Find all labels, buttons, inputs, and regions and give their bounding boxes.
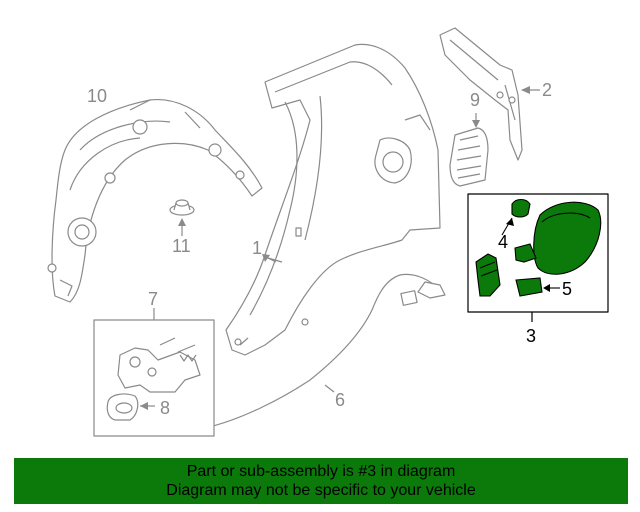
clip-part — [169, 199, 195, 236]
callout-4: 4 — [498, 232, 508, 252]
callout-9: 9 — [470, 90, 480, 110]
quarter-panel-part — [225, 43, 441, 356]
callout-5: 5 — [562, 279, 572, 299]
parts-diagram: 10 2 9 11 1 7 8 6 4 5 3 — [47, 27, 609, 437]
release-cable-part — [189, 273, 446, 433]
callout-8: 8 — [160, 398, 170, 418]
callout-6: 6 — [335, 390, 345, 410]
seal-part — [515, 277, 543, 297]
sub-assembly-7-box — [93, 308, 215, 437]
banner-line-1: Part or sub-assembly is #3 in diagram — [186, 463, 456, 480]
vent-grille-part — [449, 113, 489, 187]
fender-liner-part — [47, 98, 263, 303]
callout-2: 2 — [542, 80, 552, 100]
callout-11: 11 — [172, 236, 191, 256]
banner-line-2: Diagram may not be specific to your vehi… — [166, 482, 476, 499]
bracket-part — [439, 27, 540, 161]
callout-7: 7 — [148, 289, 158, 309]
housing-part — [475, 253, 501, 297]
callout-3: 3 — [526, 326, 536, 346]
cap-part — [511, 198, 531, 218]
callout-1: 1 — [252, 238, 262, 258]
hinge-part — [514, 243, 537, 263]
info-banner: Part or sub-assembly is #3 in diagram Di… — [14, 458, 628, 504]
callout-10: 10 — [87, 86, 107, 106]
highlighted-parts — [475, 198, 602, 297]
arrowheads-3 — [506, 218, 550, 292]
